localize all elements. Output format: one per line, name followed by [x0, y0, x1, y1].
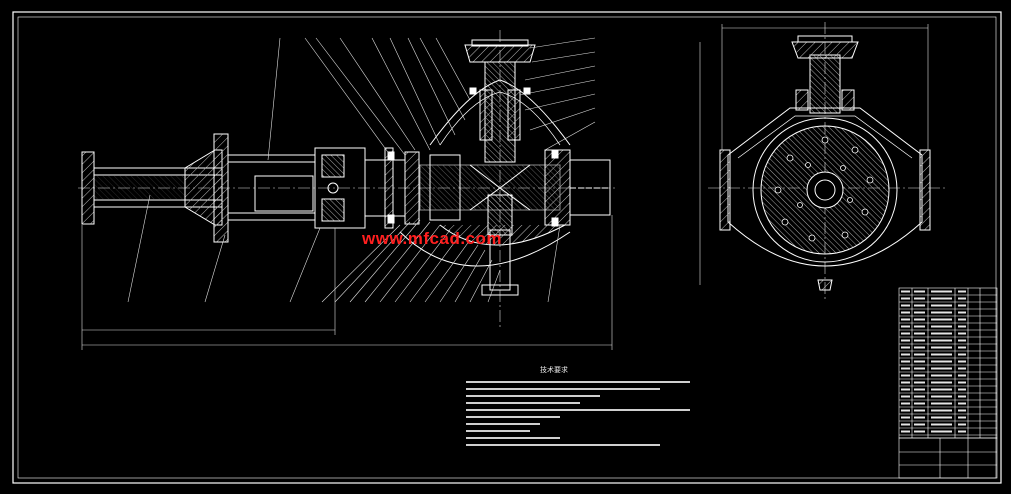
parts-list-text: [901, 290, 966, 433]
technical-notes-title: 技术要求: [540, 366, 568, 374]
leader-lines-bottom: [127, 194, 561, 303]
technical-notes: [466, 381, 690, 446]
leader-lines-top: [267, 37, 596, 161]
disc-holes: [774, 136, 874, 242]
side-view: [699, 22, 945, 300]
parts-list-table: [898, 287, 998, 479]
bolt-group: [387, 87, 559, 227]
side-dimension-lines: [699, 24, 929, 285]
outer-frame: [12, 11, 1002, 484]
dimension-lines: [81, 215, 613, 350]
inner-frame: [17, 16, 997, 479]
section-view: [78, 30, 618, 350]
watermark-text: www.mfcad.com: [362, 229, 503, 248]
